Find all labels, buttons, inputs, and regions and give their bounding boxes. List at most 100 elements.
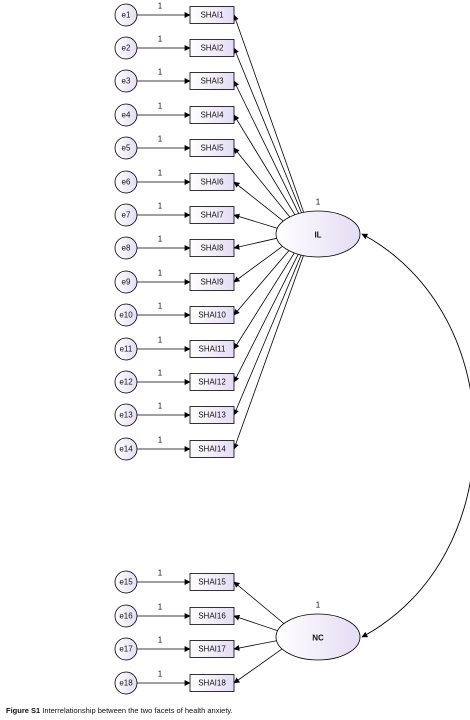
error-label: e6 xyxy=(122,178,131,187)
error-path-label: 1 xyxy=(158,336,163,345)
error-label: e8 xyxy=(122,244,131,253)
observed-variable xyxy=(189,173,235,191)
factor-loading-arrow xyxy=(233,581,287,626)
observed-label: SHAI5 xyxy=(200,144,224,153)
error-label: e4 xyxy=(122,111,131,120)
error-node xyxy=(114,170,138,194)
error-label: e13 xyxy=(119,411,133,420)
error-label: e12 xyxy=(119,378,133,387)
error-node xyxy=(114,637,138,661)
figure-caption: Figure S1 Interrelationship between the … xyxy=(6,706,233,715)
factor-loading-arrow xyxy=(233,80,301,216)
observed-label: SHAI7 xyxy=(200,211,224,220)
observed-variable xyxy=(189,106,235,124)
factor-loading-arrow xyxy=(233,250,296,350)
error-label: e11 xyxy=(120,345,133,354)
observed-variable xyxy=(189,406,235,424)
error-label: e14 xyxy=(119,445,133,454)
factor-loading-arrow xyxy=(233,213,282,230)
error-label: e16 xyxy=(119,612,133,621)
error-node xyxy=(114,236,138,260)
factor-loading-arrow xyxy=(233,248,291,316)
error-node xyxy=(114,303,138,327)
latent-label: NC xyxy=(312,634,324,643)
error-node xyxy=(114,36,138,60)
error-path-label: 1 xyxy=(158,369,163,378)
factor-loading-arrow xyxy=(233,614,282,633)
observed-variable xyxy=(189,72,235,90)
observed-label: SHAI2 xyxy=(200,44,224,53)
error-node xyxy=(114,437,138,461)
observed-label: SHAI1 xyxy=(200,11,224,20)
observed-label: SHAI16 xyxy=(198,612,226,621)
error-path-label: 1 xyxy=(158,235,163,244)
error-path-label: 1 xyxy=(158,670,163,679)
error-node xyxy=(114,604,138,628)
observed-variable xyxy=(189,239,235,257)
error-path-label: 1 xyxy=(158,302,163,311)
error-path-label: 1 xyxy=(158,68,163,77)
observed-variable xyxy=(189,674,235,692)
error-path-label: 1 xyxy=(158,569,163,578)
error-label: e9 xyxy=(122,278,131,287)
error-node xyxy=(114,203,138,227)
error-label: e7 xyxy=(122,211,131,220)
factor-loading-arrow xyxy=(233,253,305,450)
observed-variable xyxy=(189,573,235,591)
error-path-label: 1 xyxy=(158,603,163,612)
observed-label: SHAI18 xyxy=(198,679,226,688)
error-label: e5 xyxy=(122,144,131,153)
error-label: e3 xyxy=(122,77,131,86)
observed-label: SHAI17 xyxy=(198,645,226,654)
latent-factor xyxy=(275,613,361,661)
caption-text: Interrelationship between the two facets… xyxy=(42,706,233,715)
factor-loading-arrow xyxy=(233,646,285,684)
observed-label: SHAI9 xyxy=(200,278,224,287)
caption-label: Figure S1 xyxy=(6,706,41,715)
observed-variable xyxy=(189,440,235,458)
factor-loading-arrow xyxy=(233,639,281,651)
factor-loading-arrow xyxy=(233,252,300,383)
error-node xyxy=(114,69,138,93)
observed-variable xyxy=(189,306,235,324)
observed-variable xyxy=(189,39,235,57)
error-node xyxy=(114,671,138,695)
factor-loading-arrow xyxy=(232,14,305,215)
error-label: e10 xyxy=(119,311,133,320)
error-path-label: 1 xyxy=(158,269,163,278)
error-node xyxy=(114,403,138,427)
error-label: e18 xyxy=(119,679,133,688)
observed-variable xyxy=(189,206,235,224)
error-node xyxy=(114,136,138,160)
error-path-label: 1 xyxy=(158,169,163,178)
factor-loading-arrow xyxy=(233,114,297,218)
observed-variable xyxy=(189,640,235,658)
observed-variable xyxy=(189,607,235,625)
error-node xyxy=(114,570,138,594)
error-label: e17 xyxy=(119,645,133,654)
error-path-label: 1 xyxy=(158,436,163,445)
error-node xyxy=(114,103,138,127)
error-path-label: 1 xyxy=(158,102,163,111)
observed-label: SHAI6 xyxy=(200,178,224,187)
error-label: e1 xyxy=(122,11,131,20)
latent-factor xyxy=(275,210,361,258)
factor-loading-arrow xyxy=(233,237,281,250)
observed-label: SHAI4 xyxy=(200,111,224,120)
error-label: e2 xyxy=(122,44,131,53)
observed-label: SHAI12 xyxy=(198,378,226,387)
error-path-label: 1 xyxy=(158,636,163,645)
observed-label: SHAI3 xyxy=(200,77,224,86)
observed-variable xyxy=(189,6,235,24)
observed-label: SHAI10 xyxy=(198,311,226,320)
observed-variable xyxy=(189,273,235,291)
error-path-label: 1 xyxy=(158,35,163,44)
error-path-label: 1 xyxy=(158,402,163,411)
error-path-label: 1 xyxy=(158,135,163,144)
factor-loading-arrow xyxy=(233,181,286,224)
observed-variable xyxy=(189,373,235,391)
observed-label: SHAI8 xyxy=(200,244,224,253)
observed-variable xyxy=(189,139,235,157)
latent-variance-label: 1 xyxy=(316,198,321,207)
error-node xyxy=(114,370,138,394)
